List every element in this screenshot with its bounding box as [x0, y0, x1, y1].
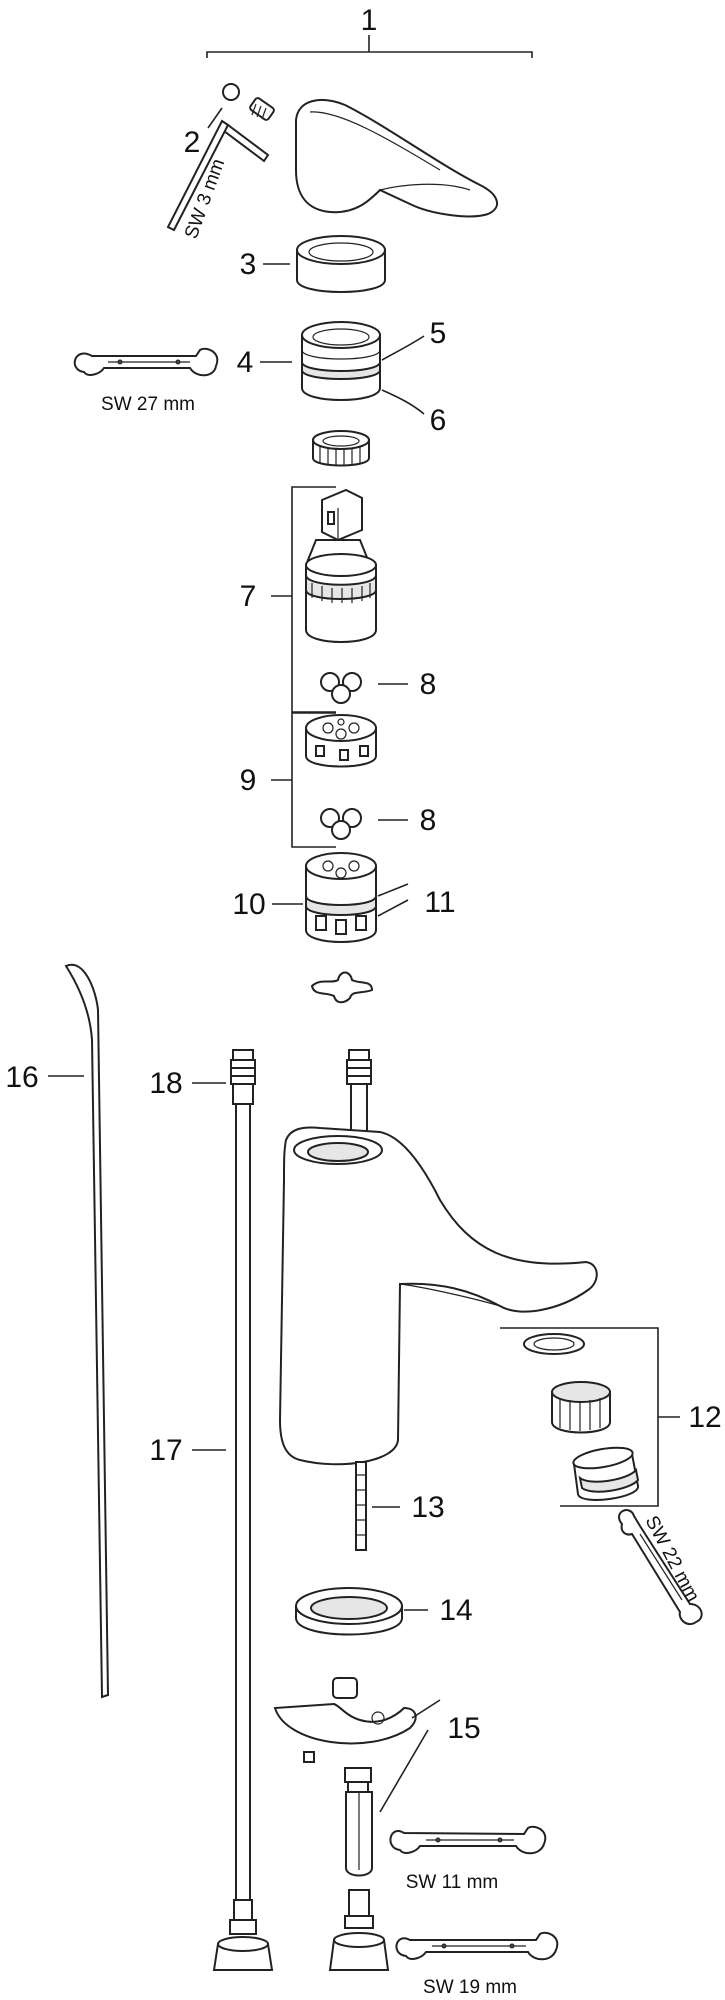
label-15: 15: [447, 1712, 480, 1745]
label-4: 4: [237, 346, 254, 379]
label-3: 3: [240, 248, 257, 281]
label-2: 2: [184, 126, 201, 159]
label-5: 5: [430, 317, 447, 350]
label-8-lower: 8: [420, 804, 437, 837]
spring-clip: [310, 971, 374, 1004]
wrench-27: [73, 347, 219, 377]
wrench-27-size: SW 27 mm: [101, 394, 195, 415]
hose-fitting-top: [230, 1049, 256, 1105]
fixing-nut-tube: [328, 1767, 390, 1971]
wrench-19: [395, 1931, 559, 1961]
part-8a-group: 8: [320, 668, 437, 704]
label-7: 7: [240, 580, 257, 613]
part-1-group: 1: [206, 4, 533, 218]
hex-key: [166, 119, 270, 232]
mounting-gasket: [295, 1587, 403, 1636]
part-9-group: 9 8: [240, 712, 437, 848]
part-4-group: 4 SW 27 mm 5 6: [73, 317, 447, 437]
label-18: 18: [149, 1067, 182, 1100]
part-15-group: 15: [273, 1677, 481, 1971]
label-1: 1: [361, 4, 378, 37]
seal-set-lower: [320, 808, 362, 840]
flexible-hose: [235, 1103, 251, 1905]
cover-ring: [296, 235, 386, 293]
label-8-upper: 8: [420, 668, 437, 701]
label-14: 14: [439, 1594, 472, 1627]
part-17-18-group: 18 17: [149, 1049, 274, 1971]
label-6: 6: [430, 404, 447, 437]
label-11: 11: [424, 886, 455, 919]
wrench-11: [389, 1825, 547, 1855]
mixer-cartridge: [305, 488, 377, 643]
aerator-insert: [551, 1381, 611, 1434]
part-16-group: 16: [5, 963, 110, 1699]
label-12: 12: [688, 1401, 721, 1434]
spacer-block: [332, 1677, 358, 1699]
threaded-rod: [355, 1461, 367, 1551]
label-10: 10: [232, 888, 265, 921]
handle-lever: [295, 99, 498, 218]
set-screw: [249, 97, 275, 121]
grub-screw: [222, 83, 240, 101]
aerator-seal: [523, 1333, 585, 1355]
basin-mixer-body: [278, 1126, 598, 1466]
wrench-19-size: SW 19 mm: [423, 1977, 517, 1998]
label-17: 17: [149, 1434, 182, 1467]
adapter-housing: [305, 852, 377, 943]
part-7-group: 7: [240, 486, 377, 713]
label-16: 16: [5, 1061, 38, 1094]
base-disk: [305, 714, 377, 768]
part-3-group: 3: [240, 235, 386, 293]
label-13: 13: [411, 1491, 444, 1524]
threaded-ring: [312, 430, 370, 467]
part-10-group: 10 11: [232, 852, 456, 943]
cartridge-nut: [301, 321, 381, 401]
part-13-group: 13: [355, 1461, 445, 1551]
horseshoe-plate: [273, 1702, 417, 1763]
wrench-22: [618, 1509, 703, 1626]
part-2-group: 2 SW 3 mm: [166, 83, 275, 242]
seal-set-upper: [320, 672, 362, 704]
label-9: 9: [240, 764, 257, 797]
part-14-group: 14: [295, 1587, 473, 1636]
part-12-group: 12 SW 22 mm: [500, 1327, 722, 1626]
hose-fitting-bottom: [212, 1899, 274, 1971]
aerator-housing: [572, 1446, 640, 1501]
wrench-11-size: SW 11 mm: [406, 1872, 499, 1893]
